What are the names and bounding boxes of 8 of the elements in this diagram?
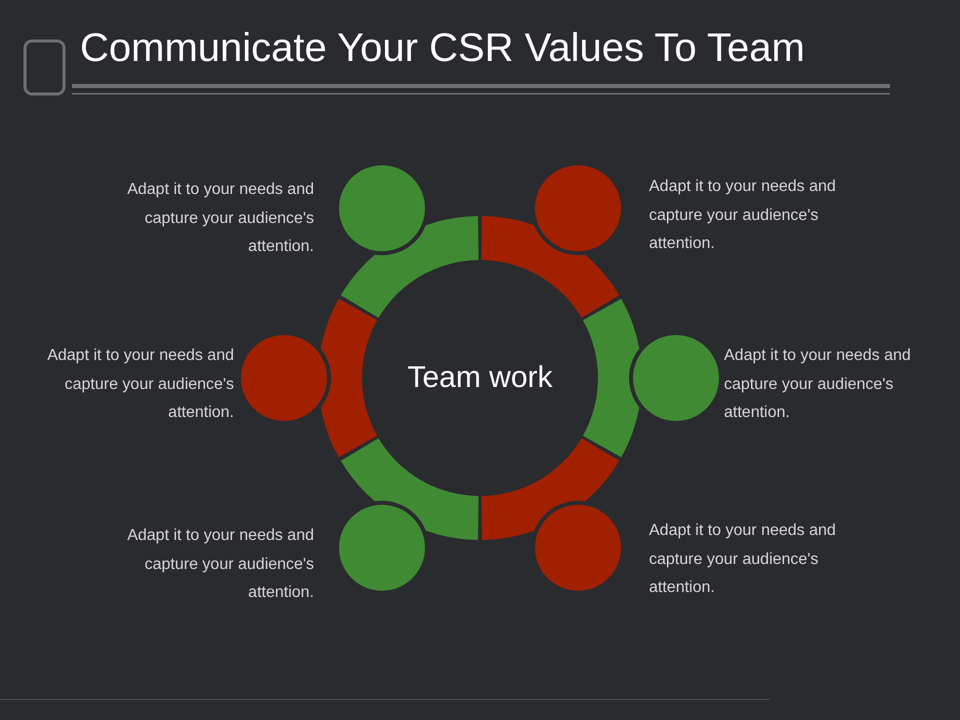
description-text: Adapt it to your needs and capture your audience's attention.	[126, 526, 314, 603]
description-text: Adapt it to your needs and capture your audience's attention.	[649, 177, 837, 254]
description-text: Adapt it to your needs and capture your audience's attention.	[649, 521, 837, 598]
center-label: Team work	[380, 358, 580, 398]
description-text: Adapt it to your needs and capture your audience's attention.	[724, 346, 912, 423]
description-text: Adapt it to your needs and capture your audience's attention.	[126, 180, 314, 257]
title: Communicate Your CSR Values To Team	[80, 26, 805, 71]
description-text: Adapt it to your needs and capture your audience's attention.	[46, 346, 234, 423]
